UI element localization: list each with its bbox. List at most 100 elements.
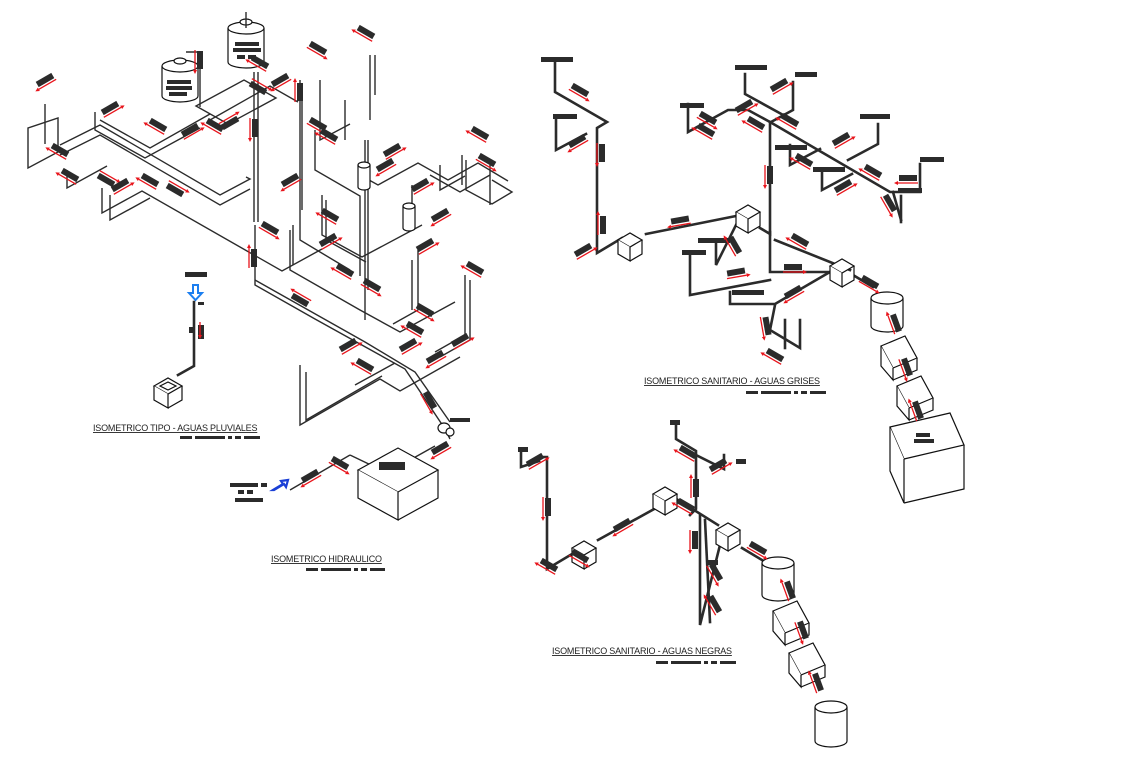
flow-arrowhead <box>430 317 435 322</box>
pipe-label-tag <box>568 548 590 568</box>
pipe-label-tag <box>783 264 807 274</box>
registry-box-icon <box>828 258 856 289</box>
pipe-label-tag <box>568 82 590 102</box>
flow-arrowhead <box>853 183 858 188</box>
pipe-label-tag <box>245 54 270 72</box>
flow-arrow <box>353 363 372 375</box>
pipe-label-tag <box>398 337 423 355</box>
pipe-label-tag <box>460 260 485 278</box>
flow-arrow <box>251 78 270 90</box>
flow-arrowhead <box>400 325 405 330</box>
flow-arrow <box>58 173 77 185</box>
flow-arrow <box>705 597 717 616</box>
flow-arrowhead <box>351 29 356 34</box>
cistern-icon <box>356 447 440 522</box>
pipe-label-tag <box>410 177 435 195</box>
flow-arrow <box>763 353 782 365</box>
flow-arrow <box>788 238 807 250</box>
flow-arrow <box>744 121 763 133</box>
flow-arrow <box>283 178 302 190</box>
flow-arrowhead <box>567 148 572 153</box>
flow-arrow <box>858 280 877 292</box>
flow-arrow <box>146 123 165 135</box>
flow-arrow <box>786 290 805 302</box>
flow-arrow <box>38 78 57 90</box>
flow-arrowhead <box>270 87 275 92</box>
flow-arrowhead <box>492 167 497 172</box>
flow-arrowhead <box>470 337 475 342</box>
pipe-label-tag <box>450 332 475 350</box>
flow-arrowhead <box>728 462 733 467</box>
flow-arrow <box>453 338 472 350</box>
flow-arrowhead <box>808 670 812 675</box>
flow-arrowhead <box>673 449 678 454</box>
flow-arrowhead <box>377 292 382 297</box>
flow-arrow <box>468 131 487 143</box>
flow-arrowhead <box>713 125 718 130</box>
pipe-label-tag <box>193 50 203 74</box>
flow-arrowhead <box>875 289 880 294</box>
flow-arrow <box>778 118 797 130</box>
flow-arrow <box>898 359 907 379</box>
cistern-icon <box>889 412 965 504</box>
water-heater-icon <box>357 161 416 232</box>
flow-arrow <box>570 139 589 151</box>
flow-arrowhead <box>35 87 40 92</box>
flow-arrowhead <box>783 299 788 304</box>
registry-box-icon <box>714 522 742 553</box>
pipe-label-tag <box>808 670 824 694</box>
flow-arrowhead <box>193 70 197 74</box>
flow-arrowhead <box>315 212 320 217</box>
tank-icon <box>161 57 199 103</box>
flow-arrowhead <box>45 147 50 152</box>
flow-arrow <box>203 123 222 135</box>
pipe-label-tag <box>831 131 856 149</box>
pipe-label-tag <box>567 133 589 153</box>
pipe-label-tag <box>280 172 302 192</box>
septic-box-icon <box>896 375 934 422</box>
pipe-label-tag <box>671 497 696 515</box>
pipe-label-tag <box>180 122 205 140</box>
flow-arrowhead <box>120 105 125 110</box>
absorption-well-icon <box>814 700 848 748</box>
flow-arrow <box>317 133 336 145</box>
flow-arrow <box>360 283 379 295</box>
flow-arrowhead <box>465 130 470 135</box>
flow-arrow <box>809 674 818 694</box>
pipe-label-tag <box>318 232 343 250</box>
pipe-label-tag <box>200 117 225 135</box>
pipe-label-tag <box>894 175 918 185</box>
pipe-label-tag <box>763 165 773 189</box>
flow-arrowhead <box>803 270 807 274</box>
flow-arrowhead <box>430 455 435 460</box>
section-title-pluviales: ISOMETRICO TIPO - AGUAS PLUVIALES <box>93 423 260 439</box>
flow-arrow <box>413 183 432 195</box>
section-title-grises: ISOMETRICO SANITARIO - AGUAS GRISES <box>644 376 826 394</box>
pipe-label-tag <box>400 320 425 338</box>
flow-arrow <box>293 290 312 302</box>
flow-arrow <box>258 226 277 238</box>
flow-arrowhead <box>345 470 350 475</box>
flow-arrow <box>674 503 693 515</box>
pipe-label-tag <box>270 72 292 92</box>
flow-arrow <box>318 213 337 225</box>
title-negras: ISOMETRICO SANITARIO - AGUAS NEGRAS <box>552 646 732 656</box>
pipe-label-tag <box>45 142 70 160</box>
pipe-label-tag <box>858 163 883 181</box>
flow-arrow <box>781 582 790 602</box>
registry-box-icon <box>152 377 184 410</box>
flow-arrowhead <box>760 352 765 357</box>
flow-arrow <box>676 450 695 462</box>
pipe-label-tag <box>360 277 382 297</box>
flow-arrowhead <box>763 185 767 189</box>
flow-arrow <box>428 355 447 367</box>
flow-arrow <box>887 315 896 335</box>
flow-arrow <box>772 83 791 95</box>
flow-arrowhead <box>763 555 768 560</box>
flow-arrowhead <box>585 97 590 102</box>
flow-arrowhead <box>135 177 140 182</box>
section-title-hidraulico: ISOMETRICO HIDRAULICO <box>271 554 385 571</box>
pipe-label-tag <box>783 284 805 304</box>
flow-arrowhead <box>534 562 539 567</box>
flow-arrowhead <box>714 582 719 587</box>
